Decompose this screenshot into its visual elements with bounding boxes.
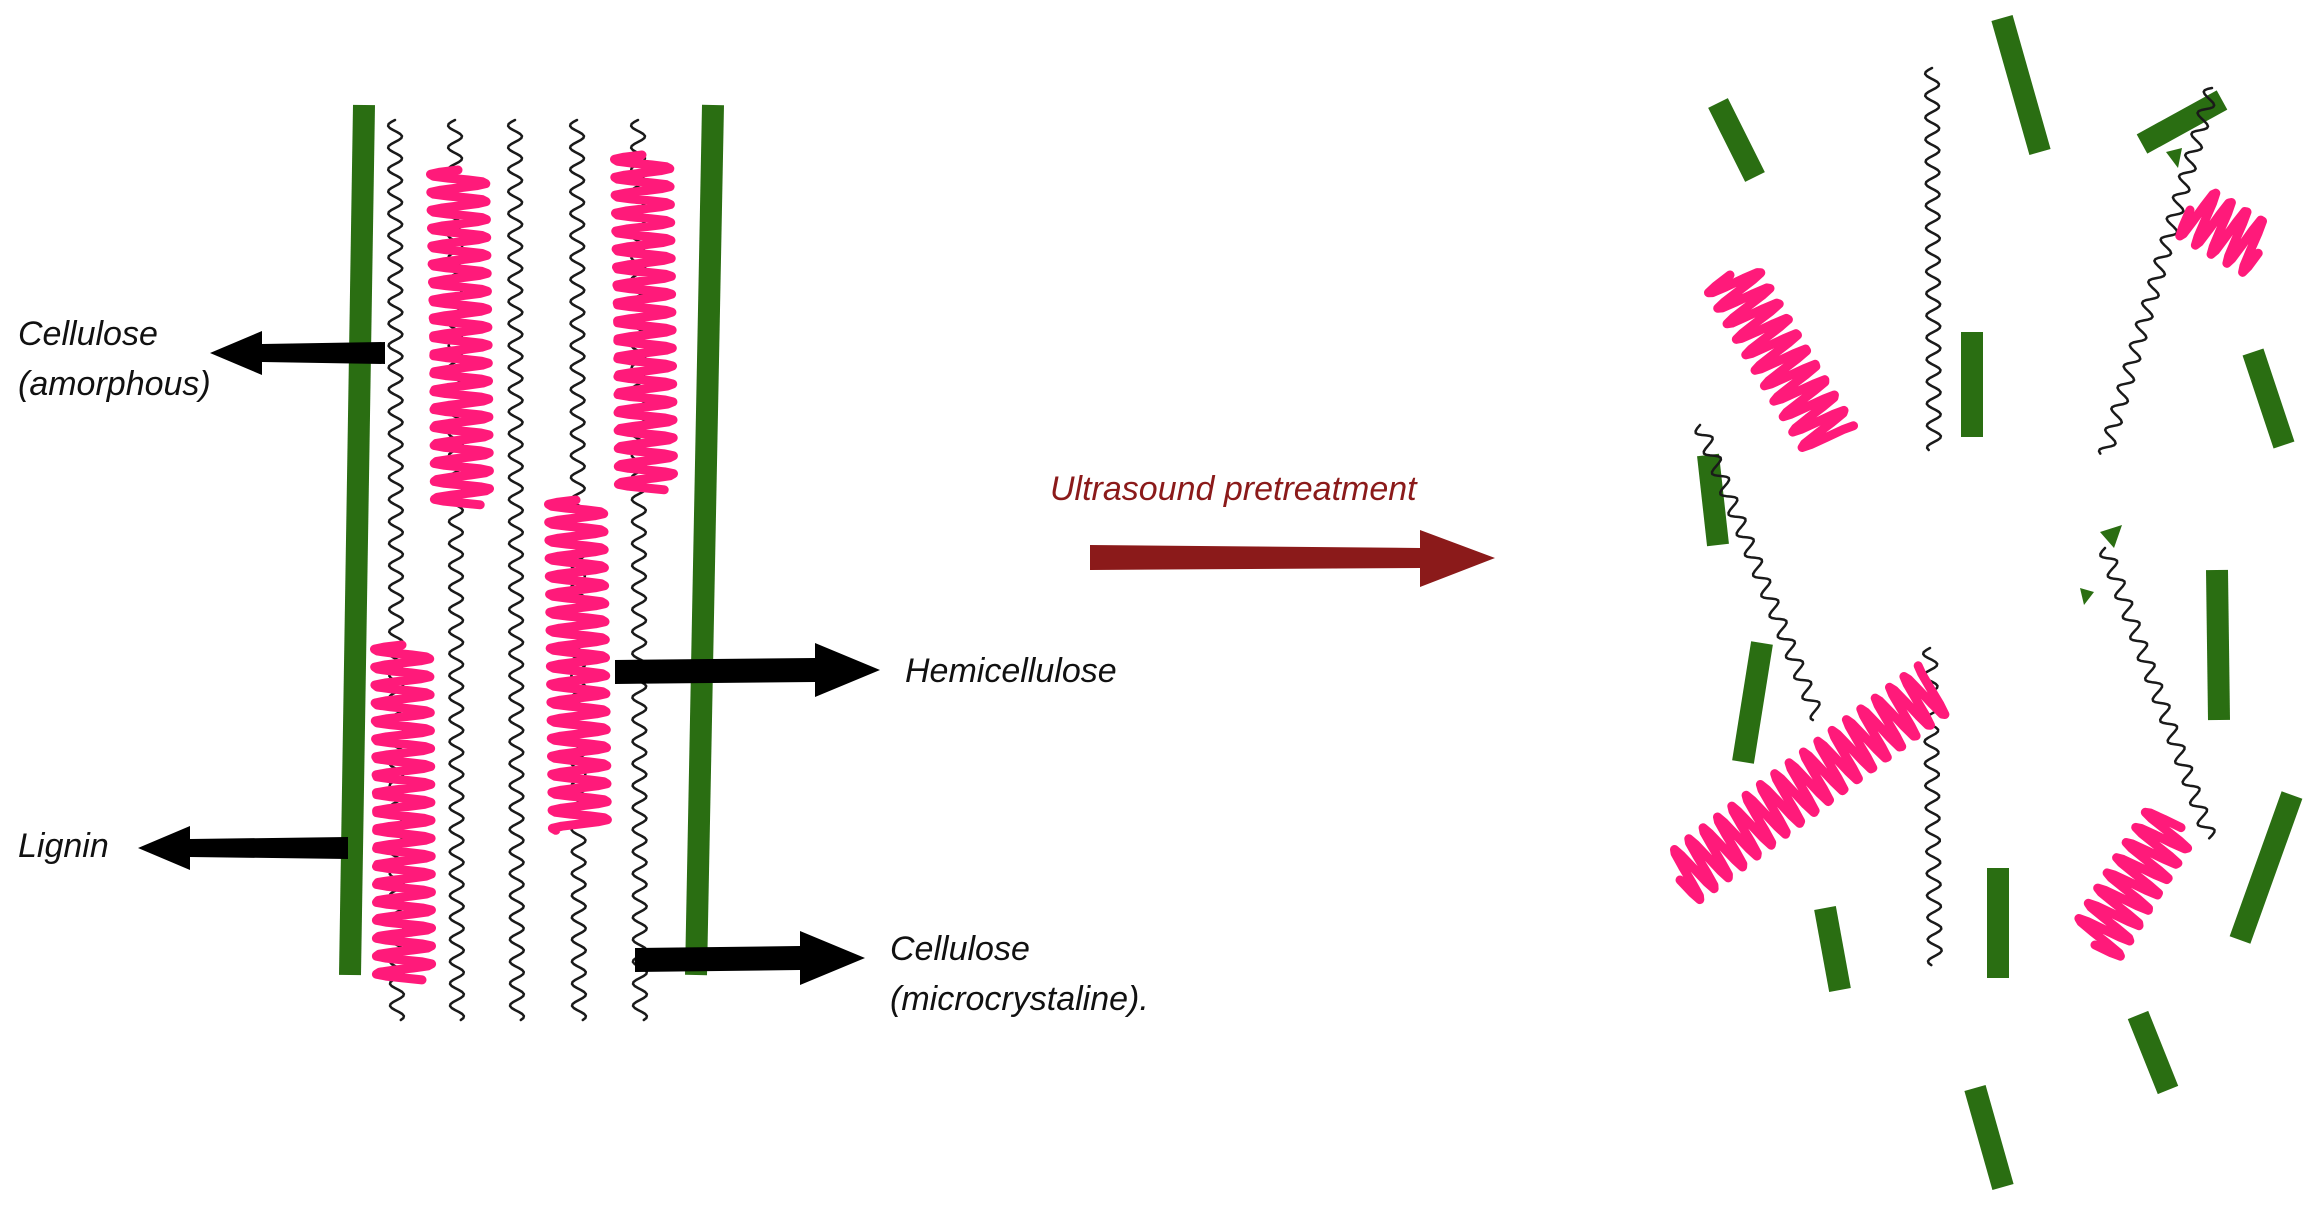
lignin-fragment: [2229, 791, 2303, 944]
lignin-fragment: [2127, 1010, 2179, 1095]
hemicellulose-coil: [370, 640, 437, 985]
hemicellulose-fragment-group: [1670, 188, 2267, 961]
process-arrow: [1090, 530, 1495, 587]
arrow-to-cellulose-amorphous: [210, 331, 385, 375]
lignin-fragment: [2136, 90, 2228, 154]
arrow-to-lignin: [138, 826, 348, 870]
lignin-shard: [2080, 588, 2094, 605]
hemicellulose-fragment: [2074, 807, 2193, 961]
hemicellulose-fragment: [1704, 268, 1858, 452]
process-label: Ultrasound pretreatment: [1050, 470, 1418, 508]
lignin-fragment: [1814, 906, 1851, 992]
hemicellulose-label: Hemicellulose: [905, 652, 1117, 690]
lignin-fragment: [2206, 569, 2230, 721]
lignin-fragment: [1708, 98, 1765, 182]
lignin-shard: [2166, 148, 2182, 168]
lignin-bar-right: [685, 104, 724, 976]
lignin-fragment: [1991, 14, 2051, 156]
hemicellulose-coil: [426, 165, 494, 510]
arrow-to-cellulose-microcrystaline: [635, 931, 865, 985]
cellulose-fragment: [1923, 66, 1943, 452]
intact-structure: [138, 104, 880, 1022]
hemicellulose-fragment: [1670, 661, 1950, 905]
cellulose-chain: [506, 118, 526, 1022]
lignin-fragment: [1697, 453, 1729, 547]
lignin-fragment: [1732, 641, 1773, 764]
hemicellulose-coil: [610, 150, 678, 495]
cellulose-amorphous-label-line2: (amorphous): [18, 365, 211, 403]
lignin-fragment-group: [1697, 14, 2303, 1190]
arrow-to-hemicellulose: [615, 643, 880, 697]
cellulose-fragment: [2099, 546, 2216, 840]
cellulose-fragment: [2097, 86, 2216, 455]
hemicellulose-coil-group: [370, 150, 678, 985]
fragmented-structure: [1670, 14, 2303, 1190]
hemicellulose-fragment: [2175, 188, 2267, 277]
cellulose-fragment: [1694, 423, 1821, 722]
cellulose-microcrystaline-label-line2: (microcrystaline).: [890, 980, 1149, 1018]
cellulose-amorphous-label-line1: Cellulose: [18, 315, 158, 353]
hemicellulose-coil: [544, 495, 612, 835]
lignin-bar-left: [339, 104, 375, 976]
lignin-shard: [2100, 525, 2122, 548]
lignin-label: Lignin: [18, 827, 109, 865]
cellulose-microcrystaline-label-line1: Cellulose: [890, 930, 1030, 968]
lignin-fragment: [2242, 348, 2295, 449]
lignin-fragment: [1964, 1085, 2014, 1190]
